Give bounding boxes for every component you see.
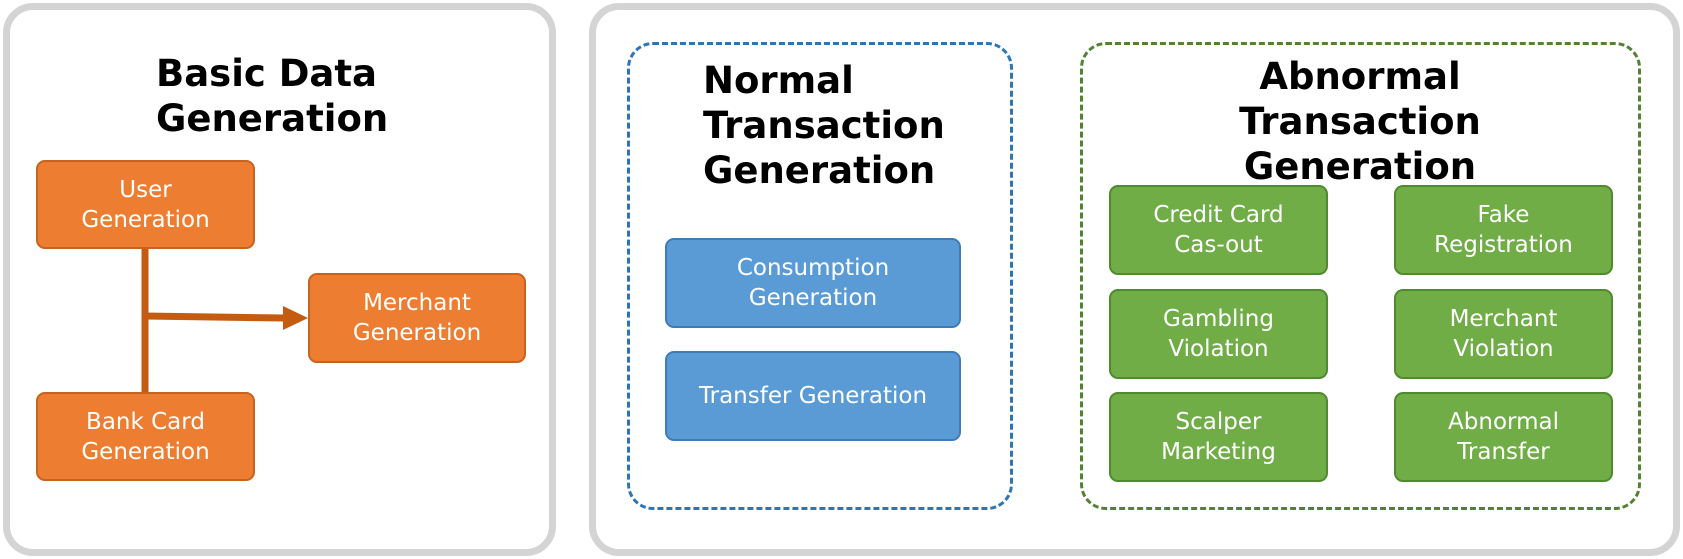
abnormal-transfer-box: Abnormal Transfer <box>1394 392 1613 482</box>
abnormal-transaction-title: Abnormal Transaction Generation <box>1239 55 1481 188</box>
merchant-violation-box: Merchant Violation <box>1394 289 1613 379</box>
credit-card-cashout-box: Credit Card Cas-out <box>1109 185 1328 275</box>
merchant-generation-box: Merchant Generation <box>308 273 526 363</box>
normal-transaction-group <box>627 42 1013 510</box>
abnormal-transaction-group <box>1080 42 1641 510</box>
transfer-generation-box: Transfer Generation <box>665 351 961 441</box>
bank-card-generation-box: Bank Card Generation <box>36 392 255 481</box>
horizontal-connector <box>144 312 285 322</box>
basic-data-title: Basic Data Generation <box>156 52 389 140</box>
consumption-generation-box: Consumption Generation <box>665 238 961 328</box>
scalper-marketing-box: Scalper Marketing <box>1109 392 1328 482</box>
user-generation-box: User Generation <box>36 160 255 249</box>
gambling-violation-box: Gambling Violation <box>1109 289 1328 379</box>
fake-registration-box: Fake Registration <box>1394 185 1613 275</box>
arrow-head-icon <box>283 306 308 330</box>
normal-transaction-title: Normal Transaction Generation <box>703 59 945 192</box>
